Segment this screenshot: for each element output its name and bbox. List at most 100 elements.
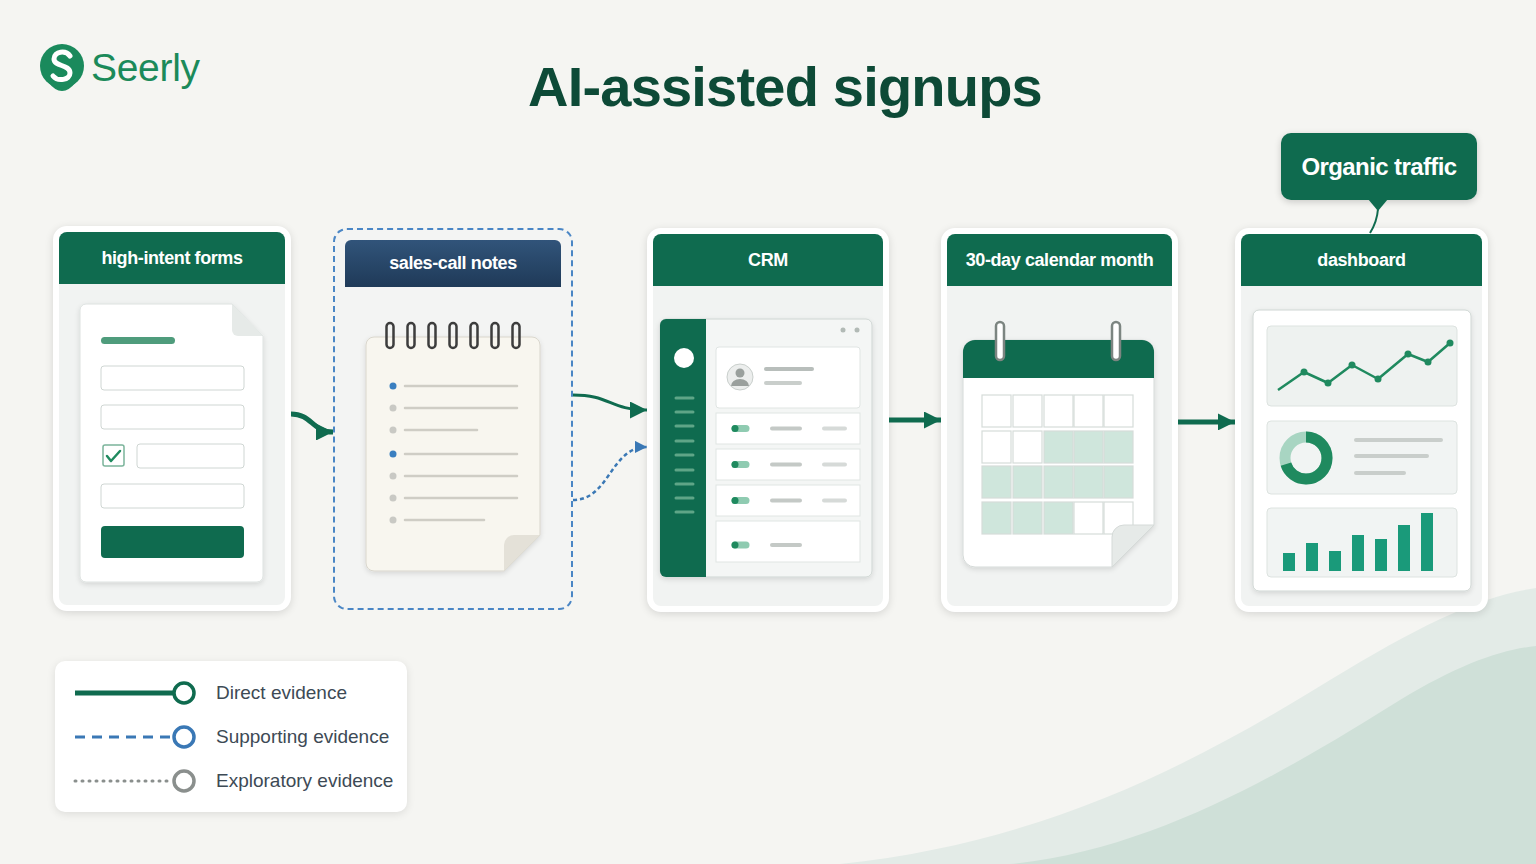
legend-entry: Exploratory evidence (55, 769, 407, 793)
chart-box (1267, 326, 1457, 406)
trend-point (1447, 340, 1454, 347)
menu-line (676, 454, 693, 457)
background-wave (1010, 646, 1536, 864)
menu-line (676, 469, 693, 472)
bar-chart (1283, 513, 1433, 571)
day-cell-highlighted (1044, 466, 1073, 498)
legend-sample (73, 681, 199, 705)
logo-circle (40, 44, 84, 88)
node-label: 30-day calendar month (966, 250, 1154, 271)
form-paper (80, 304, 263, 582)
day-cell (982, 395, 1011, 427)
status-pill (735, 497, 746, 504)
day-cell-highlighted (982, 502, 1011, 534)
paper-fold (1112, 525, 1154, 567)
trend-point (1425, 359, 1432, 366)
check-mark (107, 451, 120, 461)
menu-line (676, 483, 693, 486)
card-header: CRM (653, 234, 883, 286)
form-illustration (80, 304, 263, 582)
menu-line (676, 511, 693, 514)
calendar-ring (1112, 322, 1120, 360)
notepad-illustration (366, 323, 540, 571)
note-bullet (390, 383, 397, 390)
spiral-rings (387, 323, 520, 348)
row-line (772, 499, 800, 503)
logo-mark (40, 44, 84, 91)
note-line (405, 519, 484, 522)
sidebar-avatar (674, 348, 694, 368)
bar (1329, 551, 1341, 571)
note-bullet (390, 495, 397, 502)
bar (1421, 513, 1433, 571)
status-dot (732, 542, 739, 549)
sidebar-menu (676, 398, 693, 512)
notepad-paper (366, 337, 540, 571)
node-label: high-intent forms (101, 248, 242, 269)
card-header: sales-call notes (345, 240, 561, 287)
bar (1398, 525, 1410, 571)
note-line (405, 407, 517, 410)
brand-name: Seerly (91, 46, 200, 90)
text-line (1356, 438, 1441, 442)
crm-illustration (660, 319, 872, 577)
day-cell-highlighted (982, 466, 1011, 498)
legend-entry: Supporting evidence (55, 725, 407, 749)
dashboard-panel (1253, 310, 1471, 591)
stage-card-dashed: sales-call notes (333, 228, 573, 610)
form-button (101, 526, 244, 558)
day-cell-highlighted (1104, 431, 1133, 463)
arrow-connector (889, 418, 941, 423)
avatar-body (731, 379, 749, 386)
window-dot (841, 328, 846, 333)
arrow-connector (291, 414, 333, 432)
calendar-header (963, 340, 1154, 378)
trend-point (1405, 351, 1412, 358)
calendar-page (963, 340, 1154, 567)
row-line (772, 427, 800, 431)
legend-circle-sample (174, 727, 194, 747)
card-header: high-intent forms (59, 232, 285, 284)
day-cell-highlighted (1074, 466, 1103, 498)
stage-card: 30-day calendar month (941, 228, 1178, 612)
crm-window (660, 319, 872, 577)
callout-leader (1370, 209, 1378, 233)
form-input (101, 366, 244, 390)
arrow-connector (1178, 419, 1235, 424)
status-dot (732, 425, 739, 432)
form-checkbox (103, 445, 124, 466)
note-bullet (390, 427, 397, 434)
node-label: Organic traffic (1301, 153, 1456, 181)
note-line (405, 429, 477, 432)
form-heading-bar (101, 337, 175, 344)
node-label: sales-call notes (389, 253, 517, 274)
note-line (405, 453, 517, 456)
day-cell (1074, 502, 1103, 534)
chart-box (1267, 508, 1457, 577)
spiral-ring (429, 323, 436, 348)
callout-tail (1368, 199, 1388, 233)
legend-line-sample (75, 780, 173, 783)
legend-label: Direct evidence (216, 682, 347, 704)
spiral-ring (408, 323, 415, 348)
donut-track (1285, 437, 1327, 479)
bar (1283, 553, 1295, 571)
profile-line (766, 367, 812, 371)
crm-row (716, 485, 860, 516)
stage-card: CRM (647, 228, 889, 612)
paper-fold (232, 304, 263, 336)
note-bullets (390, 383, 397, 524)
profile-card (716, 347, 860, 408)
form-input (137, 444, 244, 468)
row-line (824, 427, 845, 431)
avatar-head (736, 369, 745, 378)
row-line (772, 463, 800, 467)
legend-box: Direct evidenceSupporting evidenceExplor… (55, 661, 407, 812)
note-line (405, 497, 517, 500)
legend-circle-sample (174, 683, 194, 703)
day-cell-highlighted (1104, 466, 1133, 498)
status-pill (735, 425, 746, 432)
legend-sample (73, 769, 199, 793)
day-cell (1074, 395, 1103, 427)
